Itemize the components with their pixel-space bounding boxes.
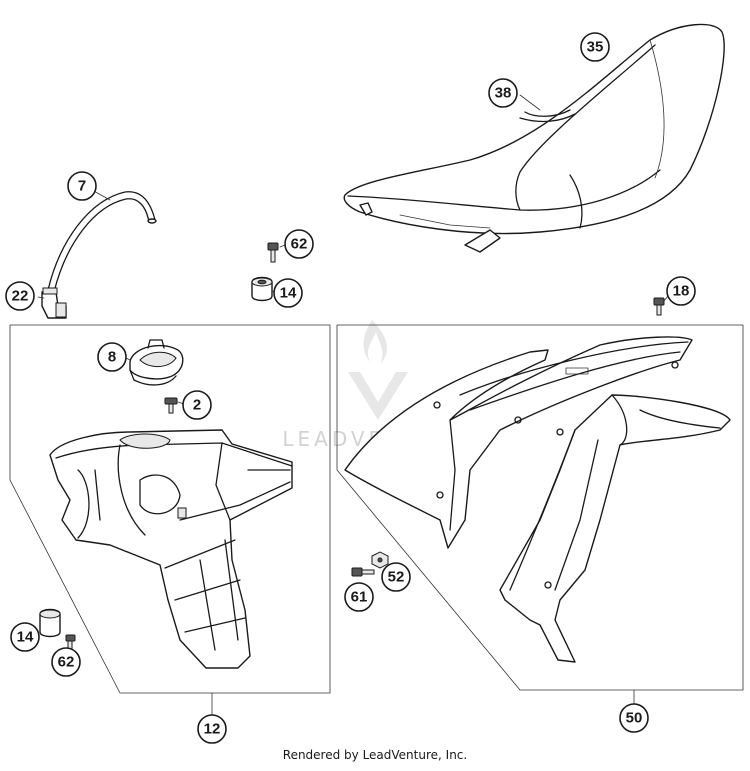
bushing-14-lower: [39, 608, 61, 638]
svg-text:14: 14: [280, 285, 297, 302]
callout-22[interactable]: 22: [5, 281, 35, 311]
callout-2[interactable]: 2: [182, 390, 212, 420]
callout-50[interactable]: 50: [619, 703, 649, 733]
screw-18: [653, 297, 665, 316]
callout-18[interactable]: 18: [666, 276, 696, 306]
fuel-cap-drawing: [129, 339, 184, 386]
callout-35[interactable]: 35: [580, 32, 610, 62]
fuel-elbow-drawing: [41, 287, 67, 319]
callout-14-upper[interactable]: 14: [273, 278, 303, 308]
screw-62-upper: [267, 242, 279, 263]
callout-52[interactable]: 52: [381, 562, 411, 592]
callout-14-lower[interactable]: 14: [10, 622, 40, 652]
svg-text:14: 14: [17, 629, 34, 646]
svg-text:52: 52: [388, 569, 405, 586]
callout-62-lower[interactable]: 62: [51, 647, 81, 677]
footer-credit: Rendered by LeadVenture, Inc.: [282, 748, 468, 762]
callout-62-upper[interactable]: 62: [284, 229, 314, 259]
svg-text:35: 35: [587, 39, 604, 56]
nut-52: [371, 551, 389, 569]
shroud-right-drawing: [499, 394, 731, 663]
callout-7[interactable]: 7: [67, 171, 97, 201]
svg-text:8: 8: [108, 349, 116, 366]
leader-lines: [37, 94, 669, 716]
svg-text:62: 62: [58, 654, 75, 671]
callout-61[interactable]: 61: [344, 582, 374, 612]
fuel-tank-drawing: [49, 429, 293, 669]
svg-text:18: 18: [673, 283, 690, 300]
bushing-14-upper: [251, 276, 273, 302]
svg-text:2: 2: [193, 397, 201, 414]
callout-8[interactable]: 8: [97, 342, 127, 372]
screw-61: [351, 567, 375, 577]
svg-text:50: 50: [626, 710, 643, 727]
watermark-logo: [348, 320, 408, 420]
shroud-group-boundary: [336, 324, 744, 691]
callout-38[interactable]: 38: [488, 78, 518, 108]
screw-2: [164, 397, 178, 414]
svg-text:12: 12: [204, 721, 221, 738]
seat-drawing: [343, 23, 725, 253]
callout-12[interactable]: 12: [197, 714, 227, 744]
svg-text:62: 62: [291, 236, 308, 253]
svg-text:61: 61: [351, 589, 368, 606]
svg-text:22: 22: [12, 288, 29, 305]
fuel-hose-drawing: [47, 191, 157, 293]
shroud-left-drawing: [344, 336, 693, 549]
svg-text:7: 7: [78, 178, 86, 195]
tank-group-boundary: [9, 324, 331, 694]
screw-62-lower: [65, 634, 76, 650]
svg-text:38: 38: [495, 85, 512, 102]
